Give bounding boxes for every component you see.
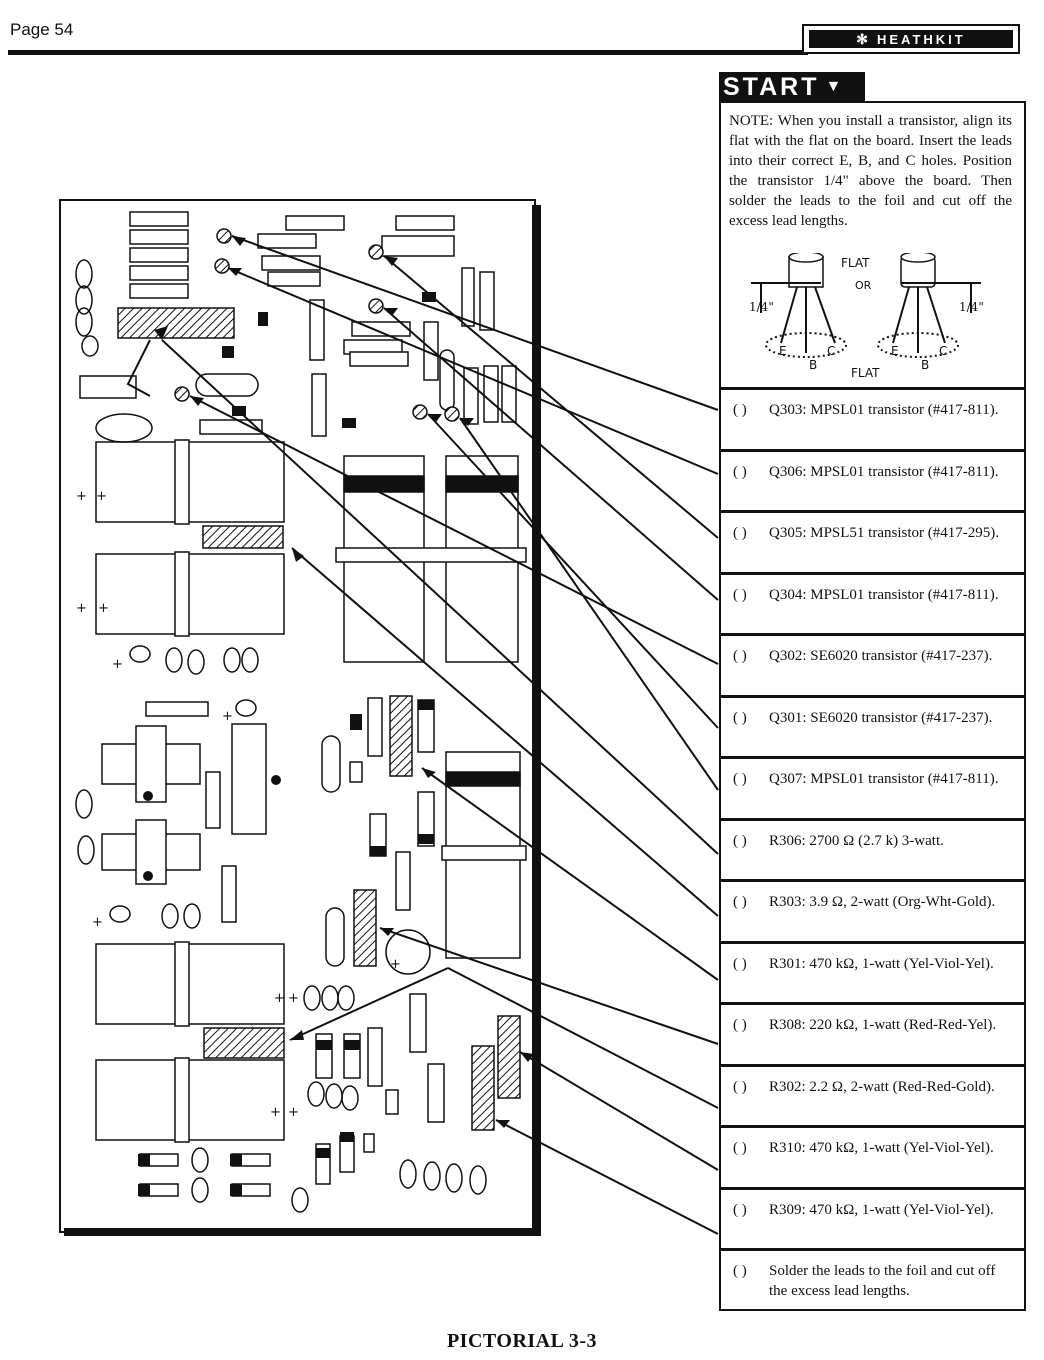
step-r301[interactable]: ( ) R301: 470 kΩ, 1-watt (Yel-Viol-Yel). bbox=[721, 940, 1024, 1003]
quarter-inch-left: 1/4" bbox=[749, 300, 774, 314]
svg-text:+: + bbox=[288, 1105, 299, 1120]
step-text: R303: 3.9 Ω, 2-watt (Org-Wht-Gold). bbox=[769, 894, 996, 910]
step-q303[interactable]: ( ) Q303: MPSL01 transistor (#417-811). bbox=[721, 387, 1024, 449]
step-r302[interactable]: ( ) R302: 2.2 Ω, 2-watt (Red-Red-Gold). bbox=[721, 1063, 1024, 1126]
step-text: R308: 220 kΩ, 1-watt (Red-Red-Yel). bbox=[769, 1017, 997, 1033]
step-text: R306: 2700 Ω (2.7 k) 3-watt. bbox=[769, 832, 944, 849]
svg-text:+: + bbox=[222, 709, 233, 724]
header-rule bbox=[8, 50, 808, 55]
step-q301[interactable]: ( ) Q301: SE6020 transistor (#417-237). bbox=[721, 694, 1024, 757]
step-checkbox[interactable]: ( ) bbox=[733, 1201, 747, 1218]
step-text: R301: 470 kΩ, 1-watt (Yel-Viol-Yel). bbox=[769, 955, 994, 972]
step-text: R310: 470 kΩ, 1-watt (Yel-Viol-Yel). bbox=[769, 1140, 994, 1156]
step-q305[interactable]: ( ) Q305: MPSL51 transistor (#417-295). bbox=[721, 510, 1024, 572]
step-text: Q306: MPSL01 transistor (#417-811). bbox=[769, 463, 999, 480]
step-q307[interactable]: ( ) Q307: MPSL01 transistor (#417-811). bbox=[721, 756, 1024, 818]
svg-text:+: + bbox=[270, 1105, 281, 1120]
lead-e-right: E bbox=[891, 344, 899, 358]
arrow-down-icon: ▼ bbox=[825, 78, 845, 95]
step-text: R309: 470 kΩ, 1-watt (Yel-Viol-Yel). bbox=[769, 1201, 994, 1218]
svg-text:+: + bbox=[92, 915, 103, 930]
step-text: R302: 2.2 Ω, 2-watt (Red-Red-Gold). bbox=[769, 1078, 995, 1095]
transistor-orientation-figure: FLAT OR 1/4" 1/4" FLAT E B C E B C bbox=[749, 253, 984, 380]
step-checkbox[interactable]: ( ) bbox=[733, 709, 747, 726]
svg-text:+: + bbox=[76, 489, 87, 504]
step-text: Q305: MPSL51 transistor (#417-295). bbox=[769, 525, 999, 541]
step-r309[interactable]: ( ) R309: 470 kΩ, 1-watt (Yel-Viol-Yel). bbox=[721, 1186, 1024, 1249]
svg-text:+: + bbox=[76, 601, 87, 616]
step-text: Q302: SE6020 transistor (#417-237). bbox=[769, 648, 993, 664]
or-label: OR bbox=[855, 279, 872, 292]
flat-label-bottom: FLAT bbox=[851, 366, 880, 380]
lead-b-right: B bbox=[921, 358, 929, 372]
step-text: Q301: SE6020 transistor (#417-237). bbox=[769, 709, 993, 726]
step-q304[interactable]: ( ) Q304: MPSL01 transistor (#417-811). bbox=[721, 571, 1024, 634]
svg-text:+: + bbox=[274, 991, 285, 1006]
step-q302[interactable]: ( ) Q302: SE6020 transistor (#417-237). bbox=[721, 633, 1024, 695]
step-text: Q304: MPSL01 transistor (#417-811). bbox=[769, 586, 999, 603]
svg-text:+: + bbox=[98, 601, 109, 616]
svg-text:+: + bbox=[112, 657, 123, 672]
lead-c-right: C bbox=[939, 344, 947, 358]
lead-c-left: C bbox=[827, 344, 835, 358]
step-checkbox[interactable]: ( ) bbox=[733, 1263, 747, 1279]
start-label: START bbox=[723, 72, 820, 101]
transistor-note: NOTE: When you install a transistor, ali… bbox=[729, 113, 1012, 229]
lead-b-left: B bbox=[809, 358, 817, 372]
flat-label-top: FLAT bbox=[841, 256, 870, 270]
svg-text:+: + bbox=[390, 957, 401, 972]
atom-icon: ✻ bbox=[856, 30, 871, 47]
step-r306[interactable]: ( ) R306: 2700 Ω (2.7 k) 3-watt. bbox=[721, 817, 1024, 880]
step-r310[interactable]: ( ) R310: 470 kΩ, 1-watt (Yel-Viol-Yel). bbox=[721, 1125, 1024, 1187]
step-solder[interactable]: ( ) Solder the leads to the foil and cut … bbox=[721, 1248, 1024, 1310]
start-marker: START ▼ bbox=[719, 72, 865, 102]
step-checkbox[interactable]: ( ) bbox=[733, 1140, 747, 1156]
step-checkbox[interactable]: ( ) bbox=[733, 463, 747, 480]
step-text: Q307: MPSL01 transistor (#417-811). bbox=[769, 771, 999, 787]
step-checkbox[interactable]: ( ) bbox=[733, 771, 747, 787]
lead-e-left: E bbox=[779, 344, 787, 358]
step-checkbox[interactable]: ( ) bbox=[733, 955, 747, 972]
quarter-inch-right: 1/4" bbox=[959, 300, 984, 314]
svg-text:+: + bbox=[96, 489, 107, 504]
brand-logo: ✻ HEATHKIT bbox=[802, 24, 1020, 54]
pictorial-caption: PICTORIAL 3-3 bbox=[446, 1330, 598, 1352]
step-text: Solder the leads to the foil and cut off… bbox=[769, 1263, 996, 1299]
step-r303[interactable]: ( ) R303: 3.9 Ω, 2-watt (Org-Wht-Gold). bbox=[721, 879, 1024, 941]
step-checkbox[interactable]: ( ) bbox=[733, 1017, 747, 1033]
step-checkbox[interactable]: ( ) bbox=[733, 648, 747, 664]
step-checkbox[interactable]: ( ) bbox=[733, 402, 747, 418]
step-checkbox[interactable]: ( ) bbox=[733, 832, 747, 849]
brand-text: HEATHKIT bbox=[876, 31, 966, 47]
step-list: ( ) Q303: MPSL01 transistor (#417-811). (… bbox=[721, 387, 1024, 1310]
step-q306[interactable]: ( ) Q306: MPSL01 transistor (#417-811). bbox=[721, 448, 1024, 511]
page-number: Page 54 bbox=[10, 20, 74, 39]
step-checkbox[interactable]: ( ) bbox=[733, 1078, 747, 1095]
step-r308[interactable]: ( ) R308: 220 kΩ, 1-watt (Red-Red-Yel). bbox=[721, 1002, 1024, 1064]
svg-text:+: + bbox=[288, 991, 299, 1006]
step-checkbox[interactable]: ( ) bbox=[733, 586, 747, 603]
step-checkbox[interactable]: ( ) bbox=[733, 525, 747, 541]
step-text: Q303: MPSL01 transistor (#417-811). bbox=[769, 402, 999, 418]
step-checkbox[interactable]: ( ) bbox=[733, 894, 747, 910]
instruction-panel: NOTE: When you install a transistor, ali… bbox=[719, 101, 1026, 1311]
